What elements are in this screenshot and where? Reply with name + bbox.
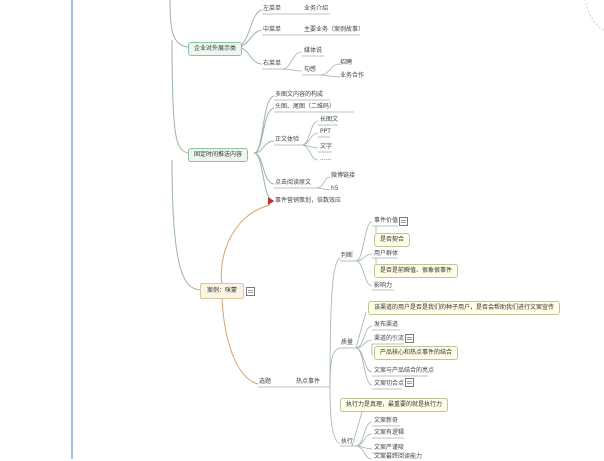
publish-channel-label[interactable]: 发布渠道: [374, 321, 399, 328]
channel-traffic-note-icon[interactable]: [405, 334, 414, 343]
middle-menu-item[interactable]: 主要业务（案例故事）: [304, 26, 365, 33]
header-label[interactable]: 头图、尾图（二维码）: [275, 103, 336, 110]
topic-fixed-time[interactable]: 固定时间推送内容: [188, 148, 249, 162]
more-label[interactable]: ......: [320, 155, 332, 162]
copy-read-label[interactable]: 文案最终阅读能力: [374, 453, 423, 460]
case-note-icon[interactable]: [246, 287, 255, 296]
judge-label[interactable]: 判断: [341, 252, 354, 259]
copy-angle-label[interactable]: 文案切合点: [374, 380, 405, 387]
copy-angle-note-icon[interactable]: [405, 378, 414, 387]
right-edge-curve: [584, 0, 604, 31]
event-planning-label[interactable]: 事件营销策划，倍数效应: [275, 197, 342, 204]
choose-label[interactable]: 选题: [259, 378, 272, 385]
case-to-choose-curve: [221, 297, 259, 385]
copy-sticky-label[interactable]: 文案严谨吸: [374, 444, 405, 451]
quality-label[interactable]: 质量: [341, 339, 354, 346]
read-more-label[interactable]: 点击阅读原文: [275, 179, 312, 186]
recruit-label[interactable]: 招聘: [340, 59, 353, 66]
channel-traffic-label[interactable]: 渠道的引流: [374, 335, 405, 342]
middle-menu-label[interactable]: 中菜单: [263, 26, 282, 33]
is-complete-box[interactable]: 是否契合: [374, 233, 411, 247]
media-label[interactable]: 媒体说: [304, 47, 323, 54]
event-value-note-icon[interactable]: [399, 217, 408, 226]
body-type-label[interactable]: 正文体验: [275, 136, 300, 143]
ppt-label[interactable]: PPT: [320, 128, 331, 135]
topic-enterprise[interactable]: 企业对外展示类: [188, 42, 243, 56]
execution-note-box[interactable]: 执行力是真理，最重要的就是执行力: [340, 398, 449, 412]
multi-image-label[interactable]: 多图文内容的构成: [275, 91, 324, 98]
text-label[interactable]: 文字: [320, 143, 333, 150]
trunk-to-case: [171, 159, 201, 291]
left-menu-label[interactable]: 左菜单: [263, 5, 282, 12]
trunk-to-fixed: [171, 39, 189, 154]
event-to-case-curve: [220, 204, 271, 285]
is-complex-box[interactable]: 是否是前瞬值、很象很事件: [374, 264, 459, 278]
channel-note-box[interactable]: 该渠道的用户是否是我们的种子用户，是否会帮助我们进行文案宣传: [368, 301, 561, 315]
long-image-label[interactable]: 长图文: [320, 116, 339, 123]
hot-event-label[interactable]: 热点事件: [296, 378, 321, 385]
wechat-link-label[interactable]: 微博链接: [331, 172, 356, 179]
user-group-label[interactable]: 用户群体: [374, 250, 399, 257]
influence-label[interactable]: 影响力: [374, 282, 393, 289]
copy-product-label[interactable]: 文案与产品结合的亮点: [374, 367, 435, 374]
right-menu-label[interactable]: 右菜单: [263, 60, 282, 67]
hooks-label[interactable]: 勾感: [304, 66, 317, 73]
cooperation-label[interactable]: 业务合作: [340, 72, 365, 79]
trunk-to-enterprise: [169, 0, 189, 48]
topic-case[interactable]: 案例：咪蒙: [200, 283, 245, 299]
flag-marker-icon: [268, 197, 274, 205]
product-core-box[interactable]: 产品核心和热点事件的结合: [374, 346, 459, 360]
copy-new-label[interactable]: 文案新奇: [374, 417, 399, 424]
copy-logic-label[interactable]: 文案有逻辑: [374, 429, 405, 436]
h5-label[interactable]: h5: [331, 185, 339, 192]
left-menu-item[interactable]: 业务介绍: [304, 5, 329, 12]
event-value-label[interactable]: 事件价值: [374, 217, 399, 224]
execution-label[interactable]: 执行: [341, 438, 354, 445]
